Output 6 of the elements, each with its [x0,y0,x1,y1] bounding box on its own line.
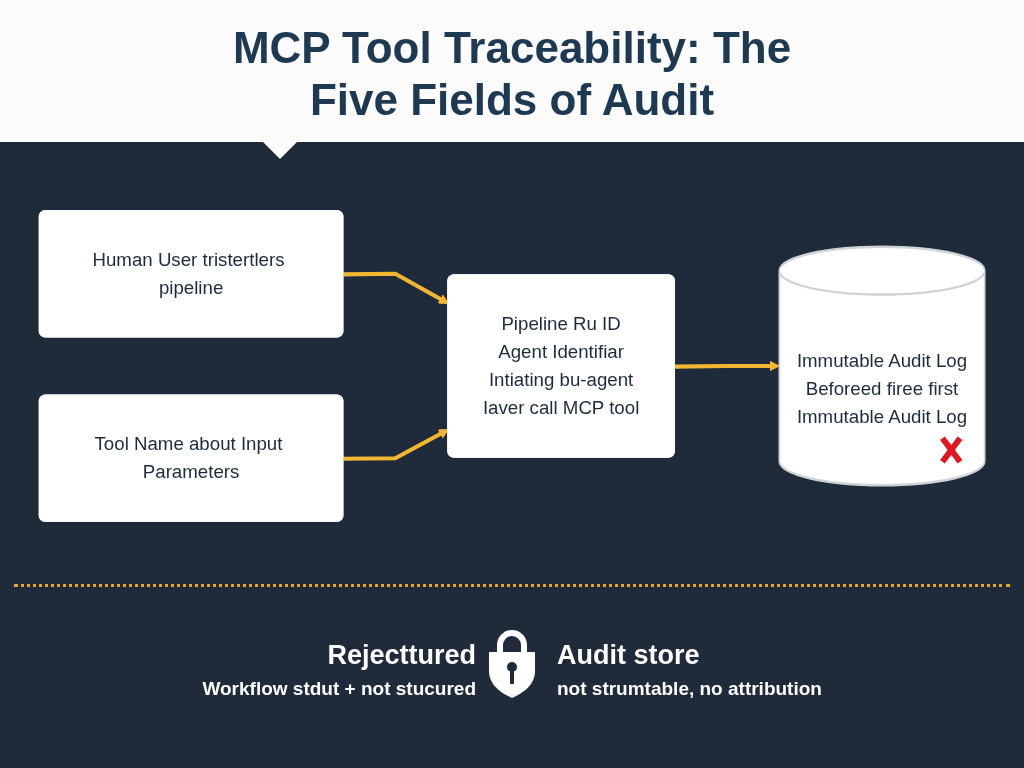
section-heading: Rejecttured [327,640,476,671]
title: MCP Tool Traceability: The Five Fields of Audit [231,22,793,126]
section-heading: Audit store [557,640,700,671]
description-text: not strumtable, no attribution [557,678,822,700]
description-text: Workflow stdut + not stucured [202,678,476,700]
arrow [674,360,780,372]
